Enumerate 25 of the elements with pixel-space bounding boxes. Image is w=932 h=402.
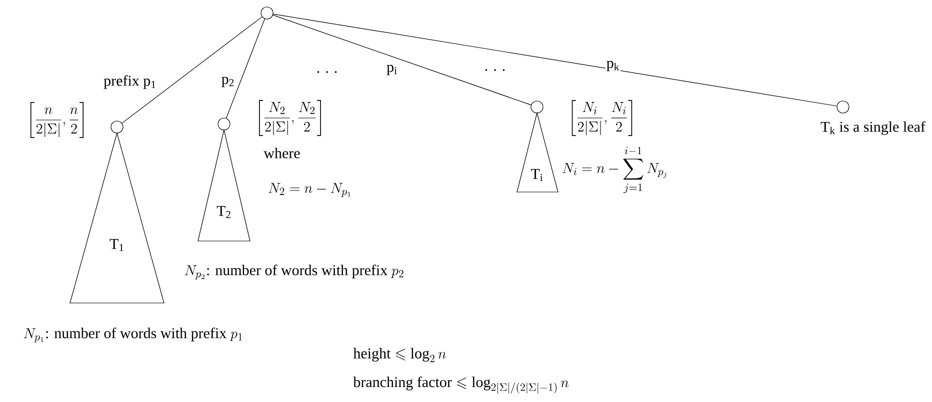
equation: $N_2 = n - N_{p_1}$ — [268, 182, 350, 198]
edge-label: p$_{2}$ — [220, 76, 236, 88]
tree-node-circle — [218, 118, 230, 130]
leaf-caption: T$_{k}$ is a single leaf — [820, 121, 926, 135]
tree-edge — [272, 14, 838, 106]
interval-formula: $\left[\frac{N_i}{2|\Sigma|},\frac{N_i}{2}\right]$ — [572, 100, 632, 136]
ellipsis: . . . — [317, 71, 337, 73]
edge-label: prefix p$_{1}$ — [102, 74, 158, 90]
ellipsis: . . . — [485, 69, 505, 71]
tree-node-circle — [530, 100, 544, 114]
tree-edge — [226, 18, 266, 118]
edge-label: p$_{i}$ — [386, 64, 398, 76]
annotation: $N_{p_2}\text{: number of words with prefix } p_2$ — [184, 264, 404, 280]
tree-node-circle — [110, 120, 124, 134]
tree-edge — [272, 14, 532, 106]
note-text: where — [264, 148, 300, 158]
bound-formula: $\text{height} \leqslant \log_2 n$ — [353, 348, 446, 362]
edge-label: p$_{k}$ — [605, 60, 621, 72]
interval-formula: $\left[\frac{N_2}{2|\Sigma|},\frac{N_2}{2}\right]$ — [259, 100, 321, 136]
equation: $N_i = n - \sum_{j=1}^{i-1} N_{p_j}$ — [562, 146, 666, 194]
tree-node-circle — [260, 6, 274, 20]
tree-edge — [122, 16, 262, 124]
tree-node-circle — [836, 100, 850, 114]
annotation: $N_{p_1}\text{: number of words with prefix } p_1$ — [24, 328, 242, 342]
bound-formula: $\text{branching factor} \leqslant \log_{2|\Sigma|/(2|\Sigma|-1)} n$ — [353, 376, 569, 394]
